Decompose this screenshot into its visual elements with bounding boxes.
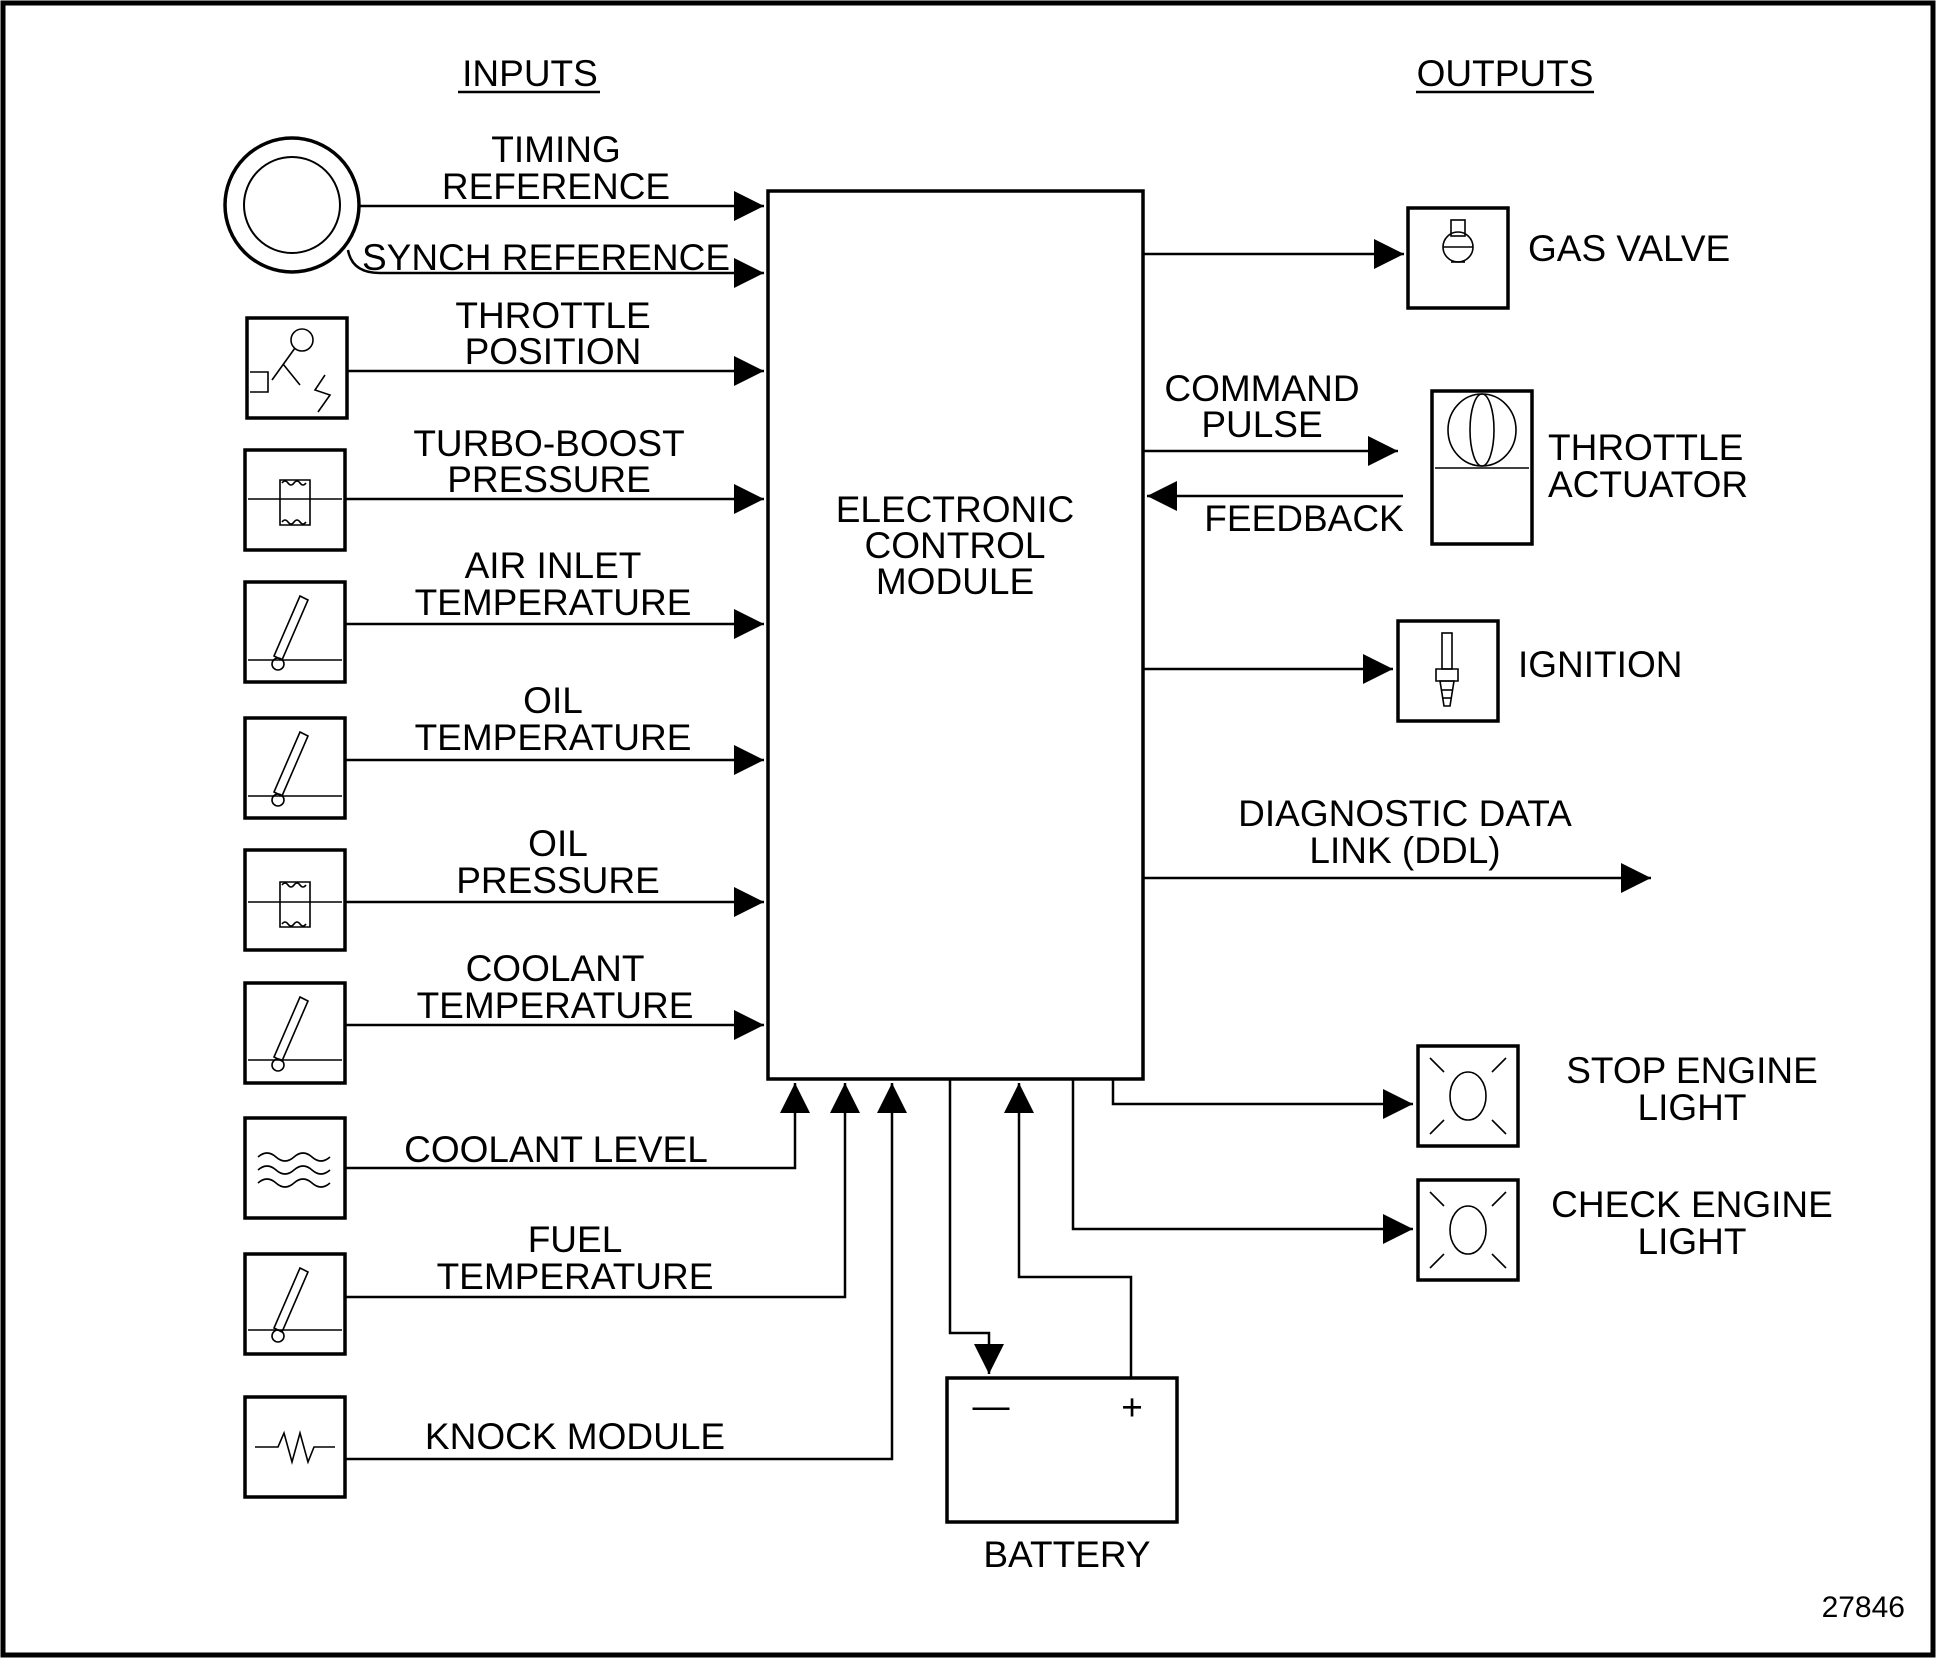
gas-valve-icon: [1406, 206, 1510, 310]
synch-label: SYNCH REFERENCE: [362, 237, 730, 278]
knock-module-label: KNOCK MODULE: [425, 1416, 725, 1457]
ddl-label-line2: LINK (DDL): [1309, 830, 1500, 871]
ecm-label-line1: ELECTRONIC: [836, 489, 1074, 530]
air-inlet-temperature-sensor-icon: [243, 580, 347, 684]
knock-module-icon: [243, 1395, 347, 1499]
stop-engine-label-line2: LIGHT: [1638, 1087, 1747, 1128]
ignition-label: IGNITION: [1518, 644, 1682, 685]
battery-label: BATTERY: [983, 1534, 1150, 1575]
gas-valve-label: GAS VALVE: [1528, 228, 1730, 269]
throttle-actuator-label-line2: ACTUATOR: [1548, 464, 1748, 505]
fuel-temperature-sensor-icon: [243, 1252, 347, 1356]
coolant-level-sensor-icon: [243, 1116, 347, 1220]
oil-pressure-label-line2: PRESSURE: [456, 860, 660, 901]
battery-minus-symbol: —: [973, 1385, 1010, 1426]
throttle-position-sensor-icon: [245, 316, 349, 420]
stop-engine-label-line1: STOP ENGINE: [1566, 1050, 1818, 1091]
command-pulse-label-line2: PULSE: [1201, 404, 1322, 445]
air-inlet-label-line1: AIR INLET: [465, 545, 642, 586]
command-pulse-label-line1: COMMAND: [1164, 368, 1359, 409]
air-inlet-label-line2: TEMPERATURE: [415, 582, 692, 623]
ecm-box: [766, 189, 1145, 1081]
fuel-temperature-arrow: [345, 1083, 860, 1299]
spark-plug-icon: [1396, 619, 1500, 723]
timing-label-line1: TIMING: [491, 129, 620, 170]
stop-engine-light-icon: [1416, 1044, 1520, 1148]
timing-wheel-icon: [223, 136, 361, 274]
throttle-actuator-icon: [1430, 389, 1534, 546]
battery-to-ecm-arrow: [1004, 1083, 1133, 1378]
turbo-boost-label-line1: TURBO-BOOST: [413, 423, 684, 464]
battery-plus-symbol: +: [1121, 1387, 1143, 1428]
ecm-label-line2: CONTROL: [865, 525, 1046, 566]
stop-engine-arrow: [1111, 1079, 1413, 1119]
synch-arrow: [346, 249, 764, 288]
check-engine-arrow: [1071, 1079, 1413, 1244]
fuel-temperature-label-line1: FUEL: [528, 1219, 623, 1260]
check-engine-label-line1: CHECK ENGINE: [1551, 1184, 1833, 1225]
coolant-level-label: COOLANT LEVEL: [404, 1129, 708, 1170]
turbo-boost-pressure-sensor-icon: [243, 448, 347, 552]
feedback-label: FEEDBACK: [1204, 498, 1404, 539]
throttle-position-label-line2: POSITION: [465, 331, 642, 372]
coolant-temperature-label-line2: TEMPERATURE: [417, 985, 694, 1026]
oil-pressure-sensor-icon: [243, 848, 347, 952]
inputs-header: INPUTS: [462, 53, 598, 94]
ecm-label-line3: MODULE: [876, 561, 1034, 602]
knock-module-arrow: [345, 1083, 907, 1461]
ddl-label-line1: DIAGNOSTIC DATA: [1238, 793, 1572, 834]
check-engine-light-icon: [1416, 1178, 1520, 1282]
turbo-boost-label-line2: PRESSURE: [447, 459, 651, 500]
fuel-temperature-label-line2: TEMPERATURE: [437, 1256, 714, 1297]
throttle-position-label-line1: THROTTLE: [455, 295, 650, 336]
oil-temperature-sensor-icon: [243, 716, 347, 820]
timing-label-line2: REFERENCE: [442, 166, 670, 207]
coolant-temperature-label-line1: COOLANT: [466, 948, 645, 989]
coolant-temperature-sensor-icon: [243, 981, 347, 1085]
ecm-to-battery-arrow: [948, 1079, 1004, 1374]
throttle-actuator-label-line1: THROTTLE: [1548, 427, 1743, 468]
oil-pressure-label-line1: OIL: [528, 823, 588, 864]
check-engine-label-line2: LIGHT: [1638, 1221, 1747, 1262]
outputs-header: OUTPUTS: [1417, 53, 1594, 94]
oil-temperature-label-line2: TEMPERATURE: [415, 717, 692, 758]
coolant-level-arrow: [345, 1083, 810, 1170]
figure-number: 27846: [1822, 1591, 1905, 1624]
battery-box: [945, 1376, 1179, 1524]
oil-temperature-label-line1: OIL: [523, 680, 583, 721]
